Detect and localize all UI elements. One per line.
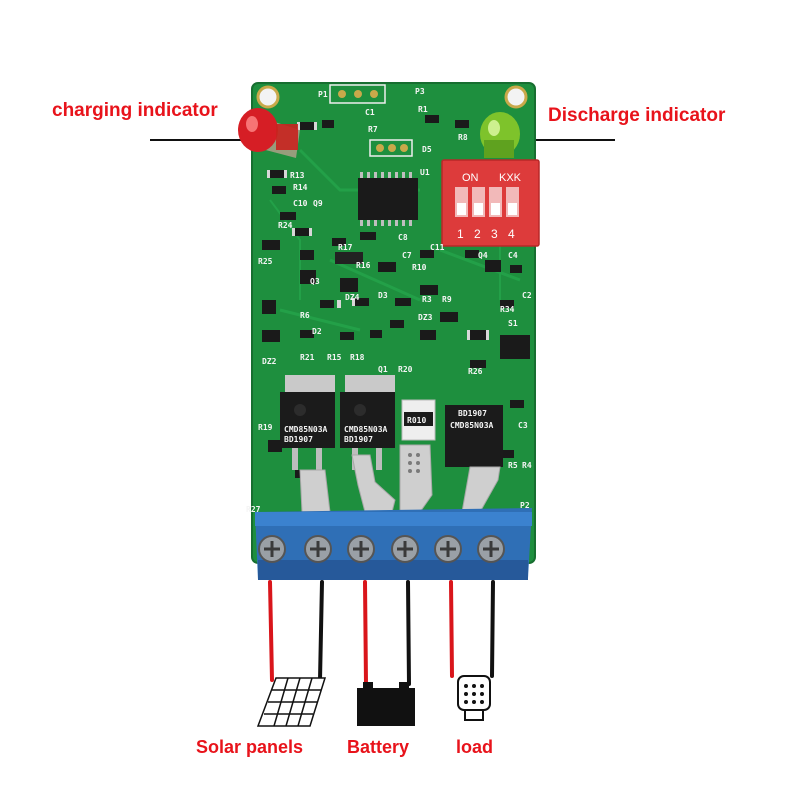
mosfet-q1: CMD85N03A BD1907 — [280, 375, 335, 470]
svg-text:D3: D3 — [378, 291, 388, 300]
svg-text:C10: C10 — [293, 199, 308, 208]
battery-label: Battery — [347, 737, 410, 757]
svg-text:C7: C7 — [402, 251, 412, 260]
mosfet-q3: CMD85N03A BD1907 — [445, 405, 503, 467]
svg-text:Q3: Q3 — [310, 277, 320, 286]
svg-text:R10: R10 — [412, 263, 427, 272]
svg-text:R15: R15 — [327, 353, 342, 362]
dip-number-3: 3 — [491, 227, 498, 241]
svg-text:R26: R26 — [468, 367, 483, 376]
load-label: load — [456, 737, 494, 757]
mounting-hole — [504, 85, 528, 109]
dip-number-4: 4 — [508, 227, 515, 241]
svg-text:DZ3: DZ3 — [418, 313, 433, 322]
mosfet-q1-part: CMD85N03A — [284, 425, 328, 434]
svg-text:R7: R7 — [368, 125, 378, 134]
svg-text:P1: P1 — [318, 90, 328, 99]
svg-text:DZ2: DZ2 — [262, 357, 277, 366]
mosfet-q3-part: CMD85N03A — [450, 421, 494, 430]
svg-text:C2: C2 — [522, 291, 532, 300]
svg-text:R6: R6 — [300, 311, 310, 320]
svg-text:S1: S1 — [508, 319, 518, 328]
silkscreen-labels: P1 P3 C1 R1 R7 D5 R8 R13 R14 C10 Q9 R24 … — [246, 87, 532, 514]
svg-text:R17: R17 — [338, 243, 353, 252]
svg-text:R18: R18 — [350, 353, 365, 362]
main-ic — [358, 172, 418, 226]
dip-number-2: 2 — [474, 227, 481, 241]
terminal-screws — [258, 535, 505, 563]
svg-text:R3: R3 — [422, 295, 432, 304]
header-pins — [329, 84, 413, 157]
svg-text:U1: U1 — [420, 168, 430, 177]
busbar-holes — [408, 453, 420, 473]
charging-leader-line — [150, 139, 248, 141]
dip-brand-label: KXK — [499, 172, 522, 184]
svg-text:R20: R20 — [398, 365, 413, 374]
svg-text:C8: C8 — [398, 233, 408, 242]
discharge-indicator-label: Discharge indicator — [548, 105, 726, 126]
dip-number-1: 1 — [457, 227, 464, 241]
svg-text:R27: R27 — [246, 505, 261, 514]
load-lamp-icon — [457, 675, 491, 721]
wires — [268, 580, 495, 686]
discharge-leader-line — [520, 139, 615, 141]
dip-on-label: ON — [462, 172, 479, 184]
screw-4 — [391, 535, 419, 563]
dip-switch[interactable]: ON KXK 1 2 3 4 — [441, 159, 540, 247]
svg-text:Q4: Q4 — [478, 251, 488, 260]
svg-text:R34: R34 — [500, 305, 515, 314]
screw-2 — [304, 535, 332, 563]
svg-text:P2: P2 — [520, 501, 530, 510]
svg-text:D2: D2 — [312, 327, 322, 336]
small-ic — [335, 252, 363, 264]
smd-pads — [267, 122, 489, 340]
svg-text:R21: R21 — [300, 353, 315, 362]
svg-text:R19: R19 — [258, 423, 273, 432]
svg-text:D5: D5 — [422, 145, 432, 154]
solar-panels-label: Solar panels — [196, 737, 304, 757]
screw-1 — [258, 535, 286, 563]
svg-text:R5: R5 — [508, 461, 518, 470]
svg-text:C11: C11 — [430, 243, 445, 252]
screw-3 — [347, 535, 375, 563]
svg-text:DZ4: DZ4 — [345, 293, 360, 302]
svg-text:C3: C3 — [518, 421, 528, 430]
mosfet-q3-code: BD1907 — [458, 409, 487, 418]
red-led — [238, 108, 300, 158]
svg-text:Q9: Q9 — [313, 199, 323, 208]
svg-text:R14: R14 — [293, 183, 308, 192]
battery-icon — [357, 682, 415, 726]
svg-text:R9: R9 — [442, 295, 452, 304]
svg-text:P3: P3 — [415, 87, 425, 96]
svg-text:R8: R8 — [458, 133, 468, 142]
svg-text:R1: R1 — [418, 105, 428, 114]
shunt-resistor: R010 — [401, 399, 436, 441]
svg-text:R25: R25 — [258, 257, 273, 266]
screw-6 — [477, 535, 505, 563]
mounting-hole — [256, 85, 280, 109]
mosfet-q2-code: BD1907 — [344, 435, 373, 444]
svg-text:R13: R13 — [290, 171, 305, 180]
mosfet-q1-code: BD1907 — [284, 435, 313, 444]
charging-indicator-label: charging indicator — [52, 100, 218, 121]
svg-text:C1: C1 — [365, 108, 375, 117]
busbar-traces — [299, 444, 501, 513]
screw-5 — [434, 535, 462, 563]
smd-components — [262, 115, 530, 478]
svg-text:Q1: Q1 — [378, 365, 388, 374]
solar-panel-icon — [256, 677, 327, 727]
svg-text:C4: C4 — [508, 251, 518, 260]
shunt-label: R010 — [407, 416, 426, 425]
mosfet-q2-part: CMD85N03A — [344, 425, 388, 434]
svg-text:R24: R24 — [278, 221, 293, 230]
green-led — [480, 112, 520, 158]
svg-text:R4: R4 — [522, 461, 532, 470]
svg-text:R16: R16 — [356, 261, 371, 270]
